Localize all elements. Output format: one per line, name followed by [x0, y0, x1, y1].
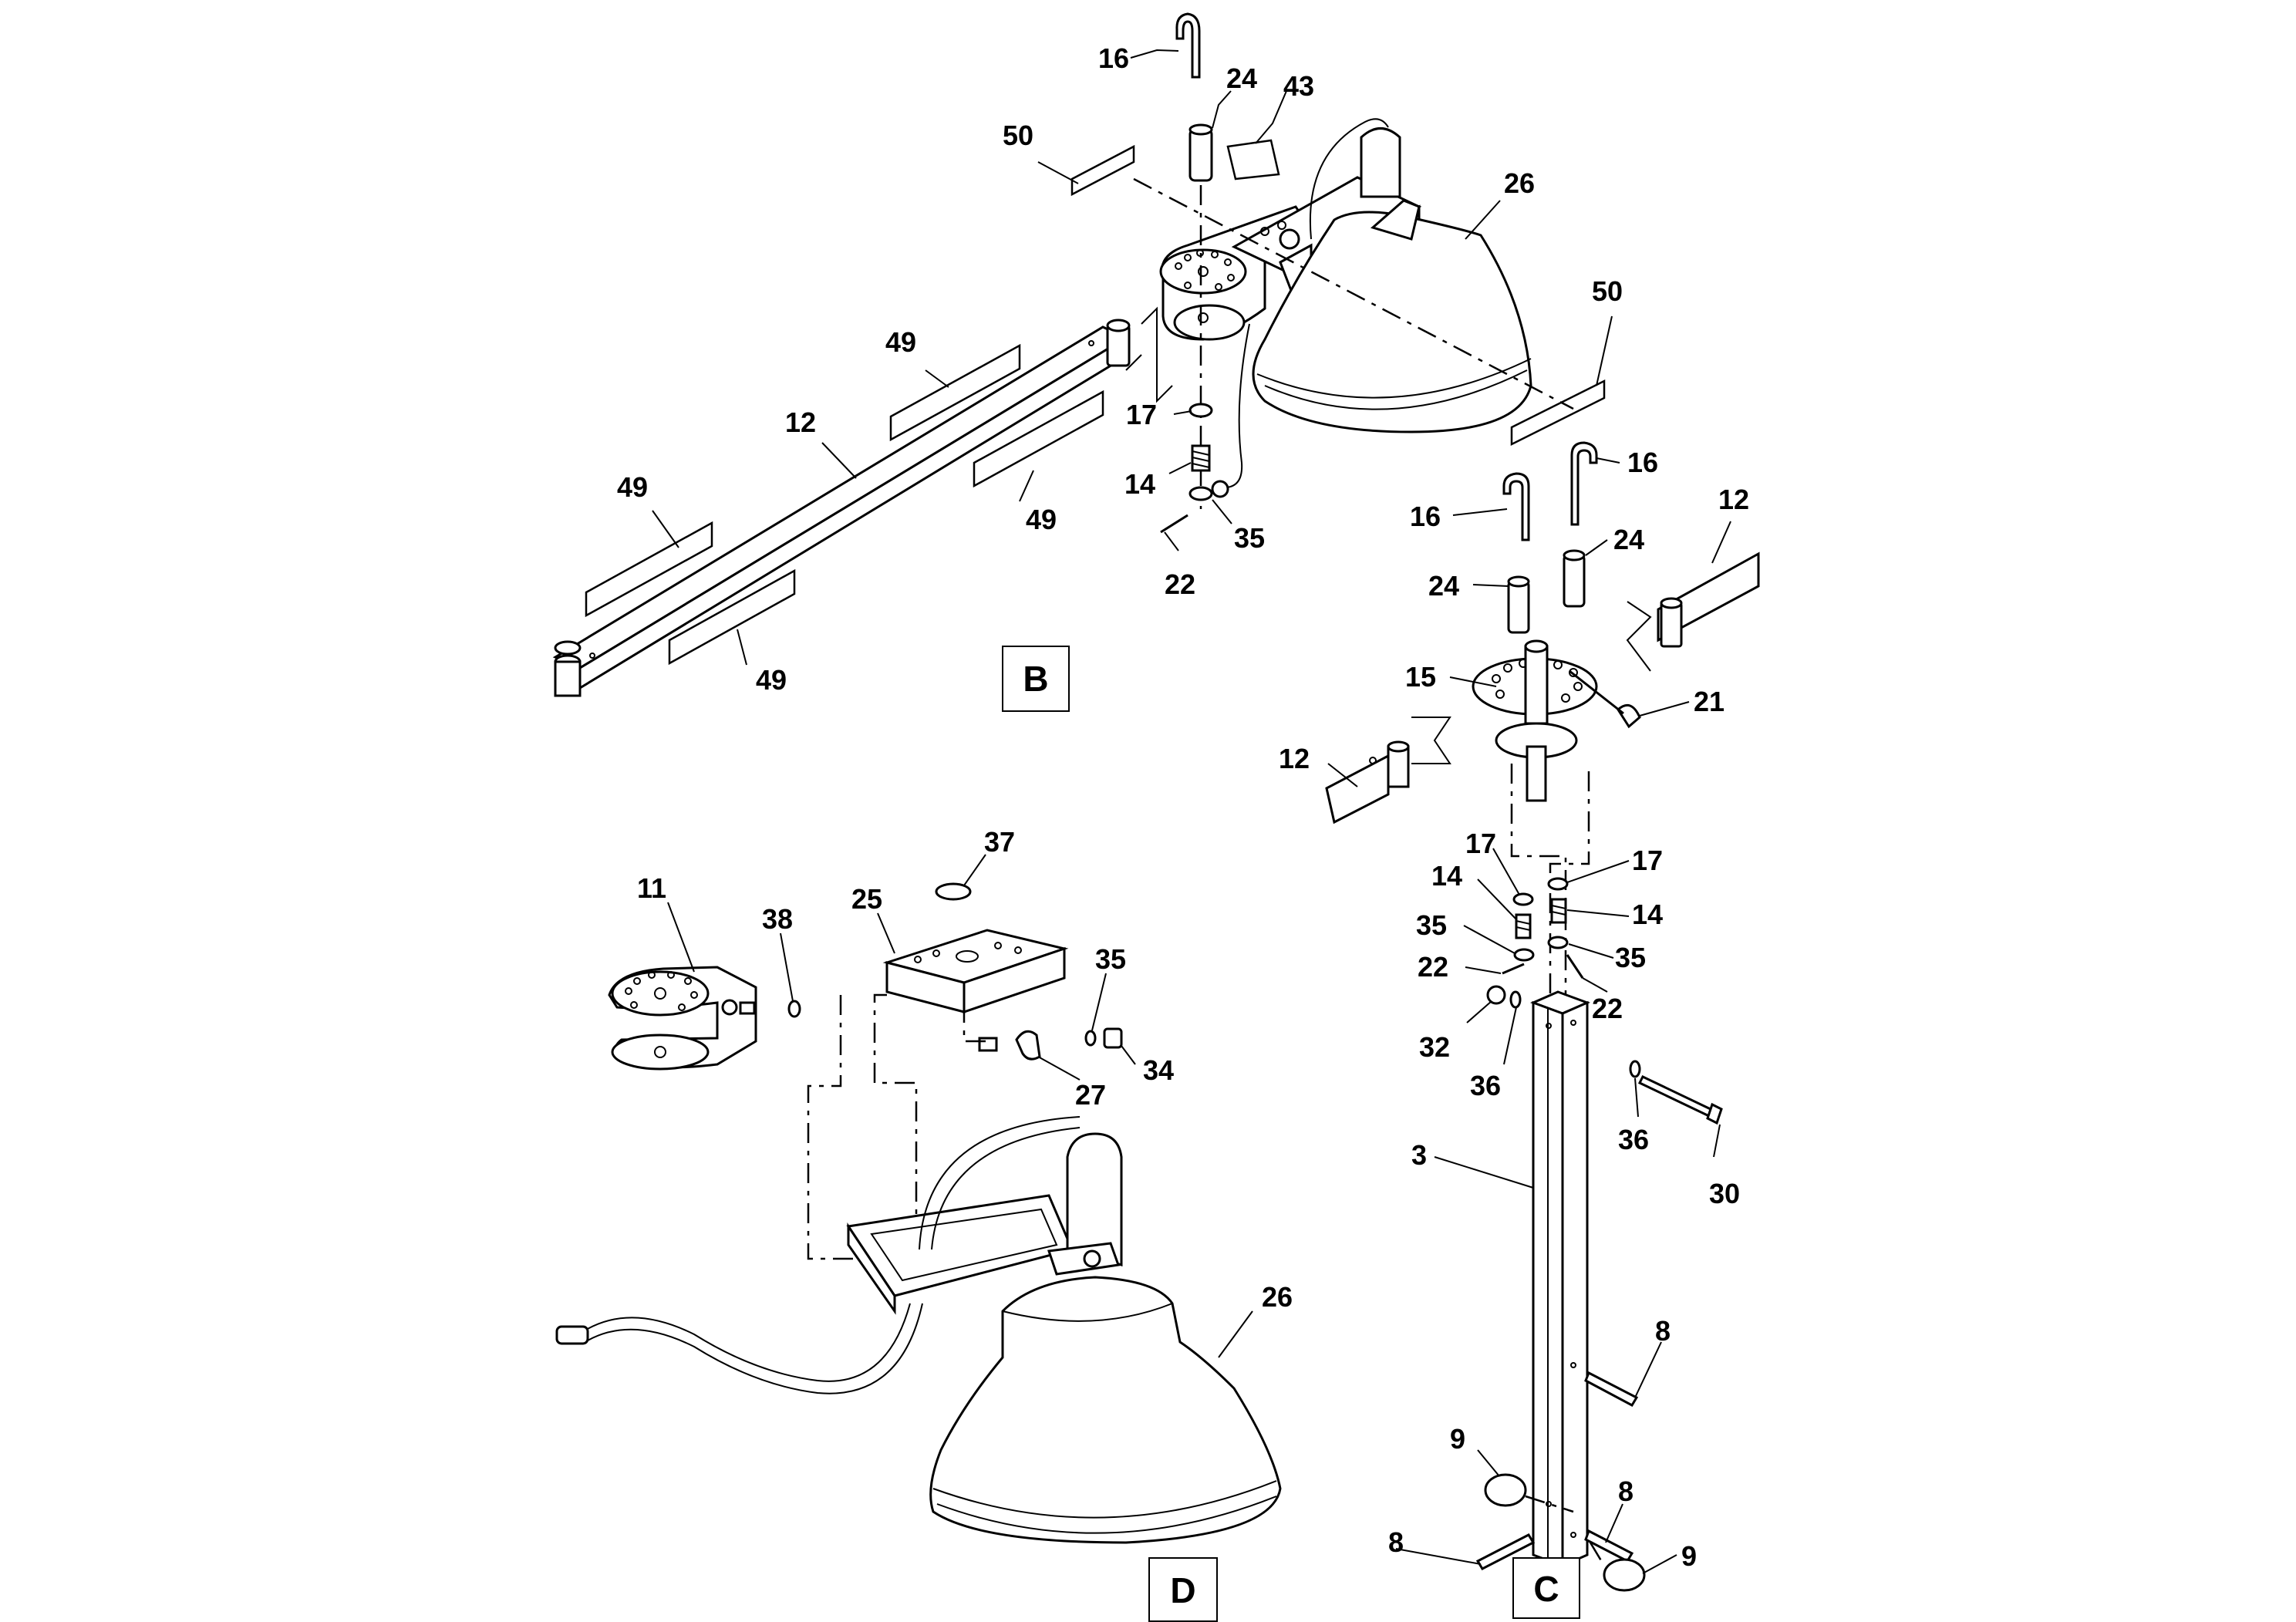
wing-screw-21: [1617, 703, 1641, 729]
arm-tube: [552, 319, 1131, 697]
decal-43: [1226, 139, 1280, 180]
pin-16-c-left: [1502, 472, 1530, 541]
leaders-b: [652, 49, 1613, 666]
callout-c-35-left: 35: [1416, 909, 1447, 941]
callout-c-3: 3: [1411, 1139, 1427, 1171]
view-c-label-box: [1512, 1557, 1580, 1619]
pivot-plate-15: [1472, 639, 1598, 802]
foot-pin-8-right: [1584, 1371, 1639, 1407]
washer-38: [787, 1000, 801, 1018]
callout-d-25: 25: [851, 883, 882, 915]
callout-c-16-left: 16: [1410, 501, 1441, 532]
callout-c-22-right: 22: [1592, 993, 1623, 1024]
view-c-assembly: [1325, 441, 1760, 1592]
bracket-25: [882, 929, 1069, 1014]
callouts-c: 16 16 12 24 24 15 21 12 17 17 14 14 35 3…: [1279, 447, 1749, 1572]
callout-c-8-left: 8: [1388, 1526, 1404, 1558]
callout-d-37: 37: [984, 826, 1015, 858]
callout-d-34: 34: [1143, 1054, 1174, 1086]
callout-c-21: 21: [1694, 686, 1725, 717]
callouts-b: 16 24 43 50 26 50 49 12 49 49 49 17 14 3…: [617, 42, 1623, 696]
callout-c-15: 15: [1405, 661, 1436, 693]
post-3: [1529, 990, 1591, 1568]
bolt-30: [1637, 1075, 1716, 1118]
leaders-c: [1327, 457, 1731, 1574]
callout-b-50-top: 50: [1003, 120, 1033, 151]
callout-c-9-left: 9: [1450, 1423, 1465, 1455]
callout-c-12-left: 12: [1279, 743, 1310, 774]
callout-c-14-left: 14: [1431, 860, 1462, 892]
view-d-label: D: [1170, 1570, 1195, 1610]
callout-c-30: 30: [1709, 1178, 1740, 1209]
callout-c-9-right: 9: [1681, 1540, 1697, 1572]
callout-c-22-left: 22: [1418, 951, 1448, 983]
foot-pin-8-left: [1475, 1533, 1536, 1570]
grommet-37: [935, 882, 972, 901]
callout-c-14-right: 14: [1632, 899, 1663, 930]
callout-b-50-right: 50: [1592, 275, 1623, 307]
callout-b-24: 24: [1226, 62, 1257, 94]
callout-d-11: 11: [637, 872, 666, 904]
callout-d-38: 38: [762, 903, 793, 935]
nut-34: [1103, 1027, 1123, 1049]
callout-c-16-right: 16: [1627, 447, 1658, 478]
callout-c-36-right: 36: [1618, 1124, 1649, 1155]
callout-b-35: 35: [1234, 522, 1265, 554]
callout-b-49-mid: 49: [1026, 504, 1057, 535]
pin-16-b: [1175, 12, 1201, 79]
view-d-assembly: [555, 882, 1282, 1544]
callout-b-49-top: 49: [885, 326, 916, 358]
decal-49-lower-left: [585, 521, 713, 618]
decal-50-top: [1070, 144, 1135, 197]
lamp-shade-d: [555, 1116, 1282, 1544]
nut-32: [1486, 985, 1506, 1005]
knob-27: [1015, 1030, 1041, 1061]
callout-d-27: 27: [1075, 1079, 1106, 1111]
view-b-assembly: [552, 12, 1606, 697]
bushing-24-b: [1188, 128, 1213, 182]
callout-d-35: 35: [1095, 943, 1126, 975]
callout-c-35-right: 35: [1615, 942, 1646, 973]
bushing-24-c-left: [1507, 580, 1530, 634]
callout-c-24-left: 24: [1428, 570, 1459, 602]
decal-49-lower-right: [668, 568, 796, 666]
callout-c-8-right: 8: [1618, 1475, 1633, 1507]
leaders-d: [667, 854, 1253, 1358]
decal-50-right: [1510, 379, 1606, 447]
decal-49-upper-left: [889, 343, 1021, 442]
callout-b-12: 12: [785, 406, 816, 438]
bracket-11: [608, 966, 757, 1071]
callout-b-43: 43: [1283, 70, 1314, 102]
callout-b-14: 14: [1124, 468, 1155, 500]
callout-c-36-left: 36: [1470, 1070, 1501, 1101]
callout-b-16: 16: [1098, 42, 1129, 74]
view-b-label: B: [1023, 659, 1048, 699]
callout-b-49-left: 49: [617, 471, 648, 503]
callout-c-12-top: 12: [1718, 484, 1749, 515]
callout-c-17-left: 17: [1465, 828, 1496, 859]
lamp-shade-b: [1211, 118, 1532, 498]
callout-b-22: 22: [1165, 568, 1195, 600]
foot-disc-9-right: [1603, 1558, 1646, 1592]
view-d-label-box: [1148, 1557, 1218, 1622]
callout-c-32: 32: [1419, 1031, 1450, 1063]
callout-c-24-right: 24: [1613, 524, 1644, 555]
bushing-24-c-right: [1563, 554, 1586, 608]
decal-49-upper-right: [973, 389, 1104, 488]
view-b-label-box: [1002, 646, 1070, 712]
callouts-d: 11 38 25 37 35 34 27 26: [637, 826, 1293, 1313]
pin-16-c-right: [1570, 441, 1598, 526]
callout-c-17-right: 17: [1632, 845, 1663, 876]
callout-b-17: 17: [1126, 399, 1157, 430]
foot-disc-9-left: [1484, 1473, 1527, 1507]
callout-b-49-bottom: 49: [756, 664, 787, 696]
view-c-label: C: [1533, 1569, 1559, 1609]
callout-d-26: 26: [1262, 1281, 1293, 1313]
callout-c-8-top: 8: [1655, 1315, 1671, 1347]
callout-b-26: 26: [1504, 167, 1535, 199]
